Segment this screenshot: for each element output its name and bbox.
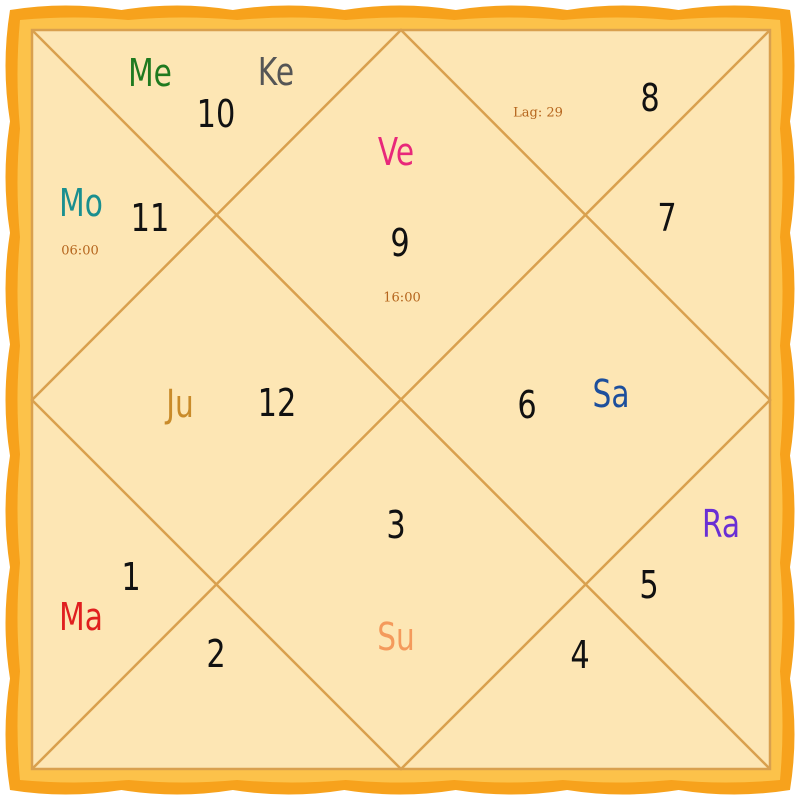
planet-label: Sa <box>592 372 630 416</box>
house-number: 12 <box>257 381 297 425</box>
planet-label: Mo <box>59 181 103 225</box>
planet-label: Ra <box>701 502 741 546</box>
inner-diamond <box>30 28 772 771</box>
house-number: 8 <box>640 76 660 120</box>
house-number: 10 <box>196 92 236 136</box>
degree-time: 06:00 <box>61 243 99 259</box>
house-number: 1 <box>121 555 141 599</box>
planet-label: Ma <box>59 595 103 639</box>
diagonal-line <box>31 29 771 770</box>
house-number: 2 <box>206 632 226 676</box>
planet-label: Ke <box>257 50 295 94</box>
house-number: 4 <box>570 633 590 677</box>
planet-label: Ju <box>166 382 194 426</box>
lagna-note: Lag: 29 <box>513 105 563 121</box>
planet-label: Su <box>377 615 415 659</box>
house-number: 7 <box>657 196 677 240</box>
house-number: 3 <box>386 503 406 547</box>
house-number: 9 <box>390 221 410 265</box>
house-number: 5 <box>639 563 659 607</box>
planet-label: Ve <box>377 130 415 174</box>
planet-label: Me <box>128 51 172 95</box>
house-number: 11 <box>130 196 170 240</box>
house-number: 6 <box>517 383 537 427</box>
degree-time: 16:00 <box>383 290 421 306</box>
